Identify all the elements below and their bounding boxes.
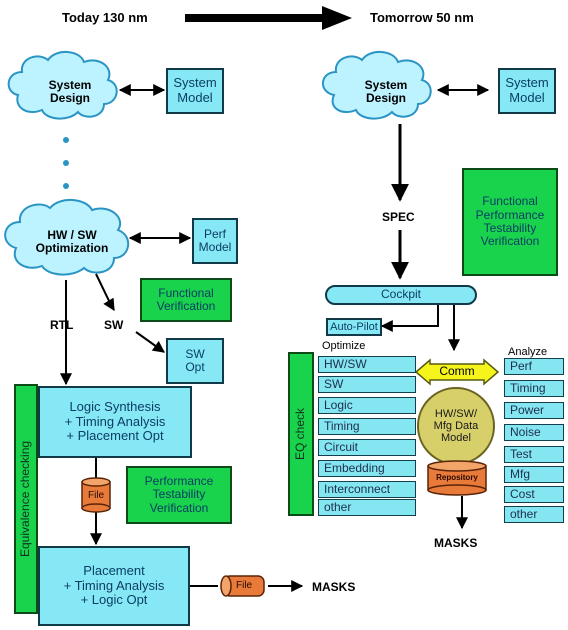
logic-synthesis: Logic Synthesis + Timing Analysis + Plac… (38, 386, 192, 458)
analyze-label: Analyze (508, 346, 548, 358)
header-tomorrow: Tomorrow 50 nm (370, 10, 474, 25)
optimize-item: other (318, 499, 416, 516)
analyze-item: Noise (504, 424, 564, 441)
comm-label: Comm (439, 364, 475, 379)
equivalence-checking-label: Equivalence checking (18, 440, 32, 558)
performance-testability-verification: Performance Testability Verification (126, 466, 232, 524)
dotted-progression (63, 137, 69, 189)
analyze-item: Power (504, 402, 564, 419)
analyze-item: Test (504, 446, 564, 463)
optimize-item: SW (318, 376, 416, 393)
file-cylinder-2 (220, 575, 265, 597)
optimize-item: Circuit (318, 439, 416, 456)
rtl-label: RTL (50, 318, 74, 332)
perf-model: Perf Model (192, 218, 238, 264)
comm-arrow (414, 358, 500, 386)
sw-opt: SW Opt (166, 338, 224, 384)
optimize-item: Embedding (318, 460, 416, 477)
placement: Placement + Timing Analysis + Logic Opt (38, 546, 190, 626)
today-system-model: System Model (166, 68, 224, 114)
tomorrow-system-design: System Design (364, 77, 408, 105)
hwsw-optimization: HW / SW Optimization (35, 227, 109, 255)
eq-check-label: EQ check (293, 407, 307, 461)
functional-verification: Functional Verification (140, 278, 232, 322)
cockpit: Cockpit (380, 287, 421, 302)
tomorrow-masks: MASKS (434, 536, 478, 550)
equivalence-checking-bar (14, 384, 38, 614)
data-model-label: HW/SW/ Mfg Data Model (433, 407, 479, 445)
optimize-item: Logic (318, 397, 416, 414)
repository-cylinder (427, 460, 487, 496)
analyze-item: Timing (504, 380, 564, 397)
optimize-item: Timing (318, 418, 416, 435)
file-cylinder-1 (81, 477, 111, 513)
sw-label: SW (104, 318, 124, 332)
today-system-design: System Design (48, 77, 92, 105)
analyze-item: Perf (504, 358, 564, 375)
analyze-item: Cost (504, 486, 564, 503)
today-to-tomorrow-arrow (185, 6, 352, 30)
today-masks: MASKS (312, 580, 356, 594)
functional-performance-testability-verification: Functional Performance Testability Verif… (462, 168, 558, 276)
eq-check-bar (288, 352, 314, 516)
tomorrow-system-model: System Model (498, 68, 556, 114)
repository-label: Repository (436, 472, 478, 482)
cloud-hwsw-optimization (4, 199, 129, 276)
analyze-item: Mfg (504, 466, 564, 483)
cockpit-shape (325, 285, 477, 305)
optimize-label: Optimize (322, 340, 366, 352)
cloud-system-design-today (7, 51, 118, 120)
analyze-item: other (504, 506, 564, 523)
optimize-item: Interconnect (318, 481, 416, 498)
file-label-2: File (236, 580, 253, 591)
optimize-item: HW/SW (318, 356, 416, 373)
file-label-1: File (88, 490, 105, 501)
header-today: Today 130 nm (62, 10, 148, 25)
auto-pilot: Auto-Pilot (326, 318, 382, 336)
cloud-system-design-tomorrow (322, 51, 432, 120)
spec-label: SPEC (382, 210, 415, 224)
